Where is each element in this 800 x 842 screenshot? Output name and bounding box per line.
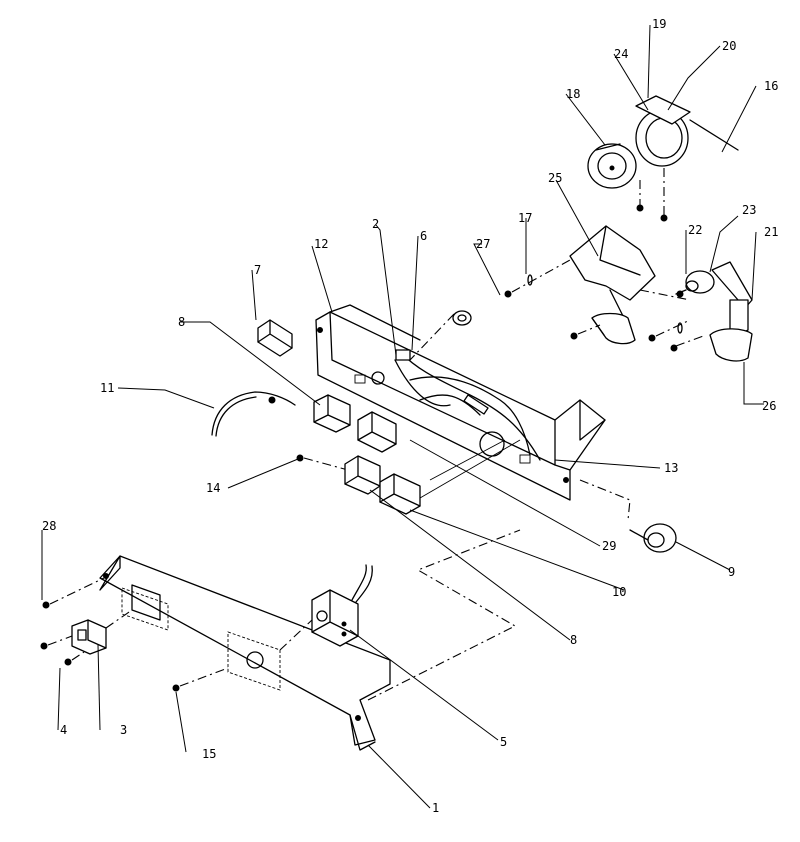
callout-1: 1 <box>432 801 439 815</box>
callout-26: 26 <box>762 399 776 413</box>
rocker-switch <box>71 619 107 655</box>
callout-2: 2 <box>372 217 379 231</box>
switch-upper <box>313 394 351 433</box>
callout-28: 28 <box>42 519 56 533</box>
callout-22: 22 <box>688 223 702 237</box>
callout-13: 13 <box>664 461 678 475</box>
callout-4: 4 <box>60 723 67 737</box>
switch-middle <box>357 411 397 453</box>
assembly-lines-lower <box>47 457 631 701</box>
callout-8-upper: 8 <box>178 315 185 329</box>
callout-17: 17 <box>518 211 532 225</box>
callout-11: 11 <box>100 381 114 395</box>
actuator-paddle <box>591 312 636 345</box>
callout-25: 25 <box>548 171 562 185</box>
front-control-panel <box>99 555 391 751</box>
callout-14: 14 <box>206 481 220 495</box>
switch-lower-b <box>379 473 421 515</box>
screws-lower <box>40 454 304 692</box>
gear-clamp-assembly <box>635 95 739 167</box>
assembly-lines-upper <box>511 168 707 347</box>
callout-19: 19 <box>652 17 666 31</box>
callout-18: 18 <box>566 87 580 101</box>
callout-21: 21 <box>764 225 778 239</box>
leader-lines <box>41 24 764 809</box>
callout-10: 10 <box>612 585 626 599</box>
wiring-harness <box>394 349 541 461</box>
screws-upper <box>504 204 684 352</box>
callout-12: 12 <box>314 237 328 251</box>
callout-27: 27 <box>476 237 490 251</box>
callout-16: 16 <box>764 79 778 93</box>
callout-3: 3 <box>120 723 127 737</box>
lever-paddle <box>709 328 753 362</box>
callout-24: 24 <box>614 47 628 61</box>
callout-labels: 1 2 3 4 5 6 7 8 8 9 10 11 12 13 14 15 16… <box>42 17 778 815</box>
main-bracket <box>315 304 606 501</box>
cam-wheel <box>587 143 637 189</box>
control-box <box>311 564 373 647</box>
wire-lead <box>211 391 296 437</box>
callout-7: 7 <box>254 263 261 277</box>
callout-9: 9 <box>728 565 735 579</box>
callout-8-lower: 8 <box>570 633 577 647</box>
solenoid <box>675 270 715 295</box>
knob <box>629 523 677 553</box>
callout-23: 23 <box>742 203 756 217</box>
callout-29: 29 <box>602 539 616 553</box>
callout-5: 5 <box>500 735 507 749</box>
relay <box>257 319 293 357</box>
callout-15: 15 <box>202 747 216 761</box>
connector-top <box>409 310 472 361</box>
callout-6: 6 <box>420 229 427 243</box>
callout-20: 20 <box>722 39 736 53</box>
switch-lower-a <box>344 455 381 495</box>
